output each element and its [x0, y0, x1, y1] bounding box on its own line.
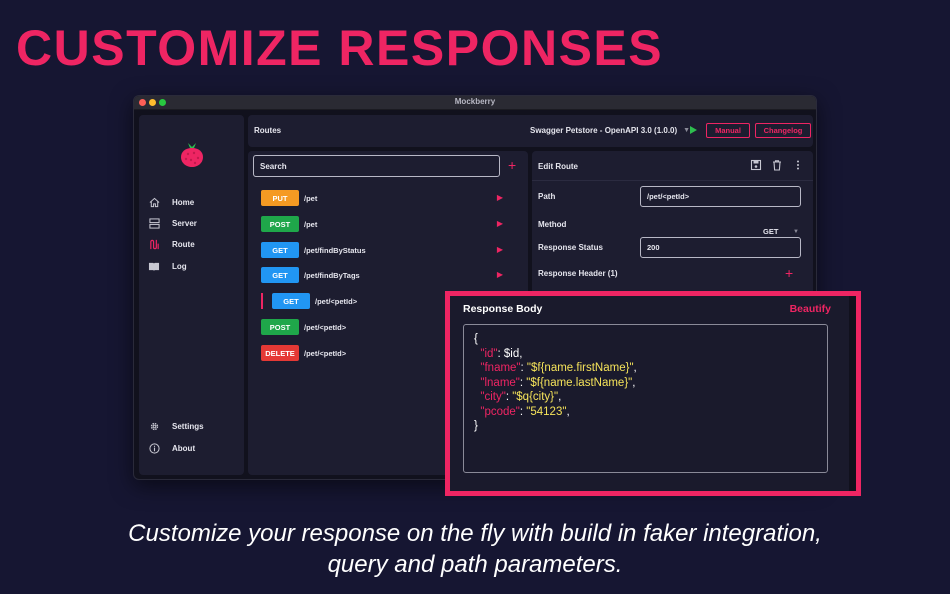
api-selector-value: Swagger Petstore - OpenAPI 3.0 (1.0.0)	[530, 126, 678, 135]
app-window: Mockberry Home Server	[133, 95, 817, 480]
json-key: "id"	[480, 347, 498, 360]
route-path: /pet/<petId>	[304, 323, 347, 332]
sidebar-item-label: Server	[172, 218, 197, 228]
server-icon	[147, 216, 161, 230]
sidebar-item-route[interactable]: Route	[147, 236, 195, 252]
response-body-editor[interactable]: { "id": $id, "fname": "$f{name.firstName…	[463, 324, 828, 473]
caption-line-2: query and path parameters.	[327, 551, 623, 578]
method-badge: PUT	[261, 190, 299, 206]
gear-icon	[147, 419, 161, 433]
sidebar-item-label: Route	[172, 239, 195, 249]
more-vertical-icon[interactable]	[792, 159, 804, 171]
sidebar-item-label: About	[172, 443, 196, 453]
method-badge: POST	[261, 216, 299, 232]
maximize-window-button[interactable]	[159, 99, 166, 106]
route-row-put-pet[interactable]: PUT /pet ▶	[248, 188, 528, 208]
active-indicator	[261, 293, 263, 309]
json-open-brace: {	[474, 333, 478, 345]
search-input[interactable]	[253, 155, 500, 177]
save-icon[interactable]	[750, 159, 762, 171]
sidebar-item-log[interactable]: Log	[147, 258, 187, 274]
json-value: "$f{name.firstName}"	[526, 362, 634, 374]
chevron-right-icon: ▶	[496, 193, 503, 202]
route-row-post-petid[interactable]: POST /pet/<petId>	[248, 317, 528, 337]
route-row-post-pet[interactable]: POST /pet ▶	[248, 214, 528, 234]
raspberry-logo-icon	[181, 143, 203, 167]
log-icon	[147, 259, 161, 273]
play-icon[interactable]	[688, 125, 698, 135]
route-path: /pet	[304, 194, 318, 203]
method-badge: POST	[261, 319, 299, 335]
caption: Customize your response on the fly with …	[0, 518, 950, 580]
sidebar-item-home[interactable]: Home	[147, 194, 194, 210]
sidebar-item-server[interactable]: Server	[147, 215, 197, 231]
sidebar-item-label: Settings	[172, 421, 204, 431]
route-path: /pet/<petId>	[304, 349, 347, 358]
add-route-icon[interactable]: +	[508, 157, 517, 173]
title-bar: Mockberry	[134, 96, 816, 110]
route-row-get-findbytags[interactable]: GET /pet/findByTags ▶	[248, 265, 528, 285]
path-input[interactable]	[640, 186, 801, 207]
response-header-label: Response Header (1)	[538, 269, 618, 278]
json-close-brace: }	[474, 420, 478, 432]
route-path: /pet/findByTags	[304, 271, 360, 280]
method-badge: GET	[261, 242, 299, 258]
method-label: Method	[538, 220, 567, 229]
add-header-icon[interactable]: +	[785, 265, 794, 281]
route-path: /pet	[304, 220, 318, 229]
json-key: "pcode"	[480, 405, 520, 418]
home-icon	[147, 195, 161, 209]
json-value: "54123"	[526, 405, 567, 418]
headline: CUSTOMIZE RESPONSES	[16, 20, 664, 76]
beautify-button[interactable]: Beautify	[789, 303, 831, 315]
api-selector[interactable]: Swagger Petstore - OpenAPI 3.0 (1.0.0) ▼	[530, 126, 690, 135]
sidebar-item-label: Log	[172, 261, 187, 271]
routes-title: Routes	[254, 126, 282, 135]
json-code: { "id": $id, "fname": "$f{name.firstName…	[474, 333, 637, 432]
json-key: "fname"	[480, 362, 521, 374]
response-status-input[interactable]	[640, 237, 801, 258]
caret-down-icon: ▼	[793, 228, 799, 235]
json-key: "lname"	[480, 376, 520, 389]
json-value: "$q{city}"	[512, 391, 559, 403]
sidebar-item-label: Home	[172, 197, 195, 207]
method-badge: GET	[261, 267, 299, 283]
route-row-get-petid-active[interactable]: GET /pet/<petId>	[248, 291, 528, 311]
sidebar-item-about[interactable]: About	[147, 440, 195, 456]
response-body-panel: Response Body Beautify { "id": $id, "fna…	[450, 296, 856, 491]
chevron-right-icon: ▶	[496, 270, 503, 279]
sidebar-item-settings[interactable]: Settings	[147, 418, 204, 434]
route-path: /pet/<petId>	[315, 297, 358, 306]
edit-route-title: Edit Route	[538, 162, 578, 171]
caption-line-1: Customize your response on the fly with …	[128, 520, 822, 547]
path-label: Path	[538, 192, 556, 201]
json-key: "city"	[480, 391, 506, 403]
trash-icon[interactable]	[771, 159, 783, 171]
method-badge: DELETE	[261, 345, 299, 361]
routes-header: Routes Swagger Petstore - OpenAPI 3.0 (1…	[248, 115, 813, 147]
route-row-delete-petid[interactable]: DELETE /pet/<petId>	[248, 343, 528, 363]
route-icon	[147, 237, 161, 251]
response-body-title: Response Body	[463, 303, 543, 315]
chevron-right-icon: ▶	[496, 245, 503, 254]
method-badge: GET	[272, 293, 310, 309]
info-icon	[147, 441, 161, 455]
manual-button[interactable]: Manual	[706, 123, 750, 138]
close-window-button[interactable]	[139, 99, 146, 106]
route-row-get-findbystatus[interactable]: GET /pet/findByStatus ▶	[248, 240, 528, 260]
route-path: /pet/findByStatus	[304, 246, 366, 255]
response-body-highlight: Response Body Beautify { "id": $id, "fna…	[445, 291, 861, 496]
minimize-window-button[interactable]	[149, 99, 156, 106]
sidebar: Home Server Route Log Settings	[139, 115, 244, 475]
method-select-value: GET	[763, 227, 779, 236]
chevron-right-icon: ▶	[496, 219, 503, 228]
window-title: Mockberry	[454, 97, 496, 106]
json-value: $id	[503, 347, 520, 360]
json-value: "$f{name.lastName}"	[526, 376, 633, 389]
changelog-button[interactable]: Changelog	[755, 123, 811, 138]
response-status-label: Response Status	[538, 243, 603, 252]
caret-down-icon: ▼	[683, 127, 691, 134]
divider	[532, 180, 813, 181]
